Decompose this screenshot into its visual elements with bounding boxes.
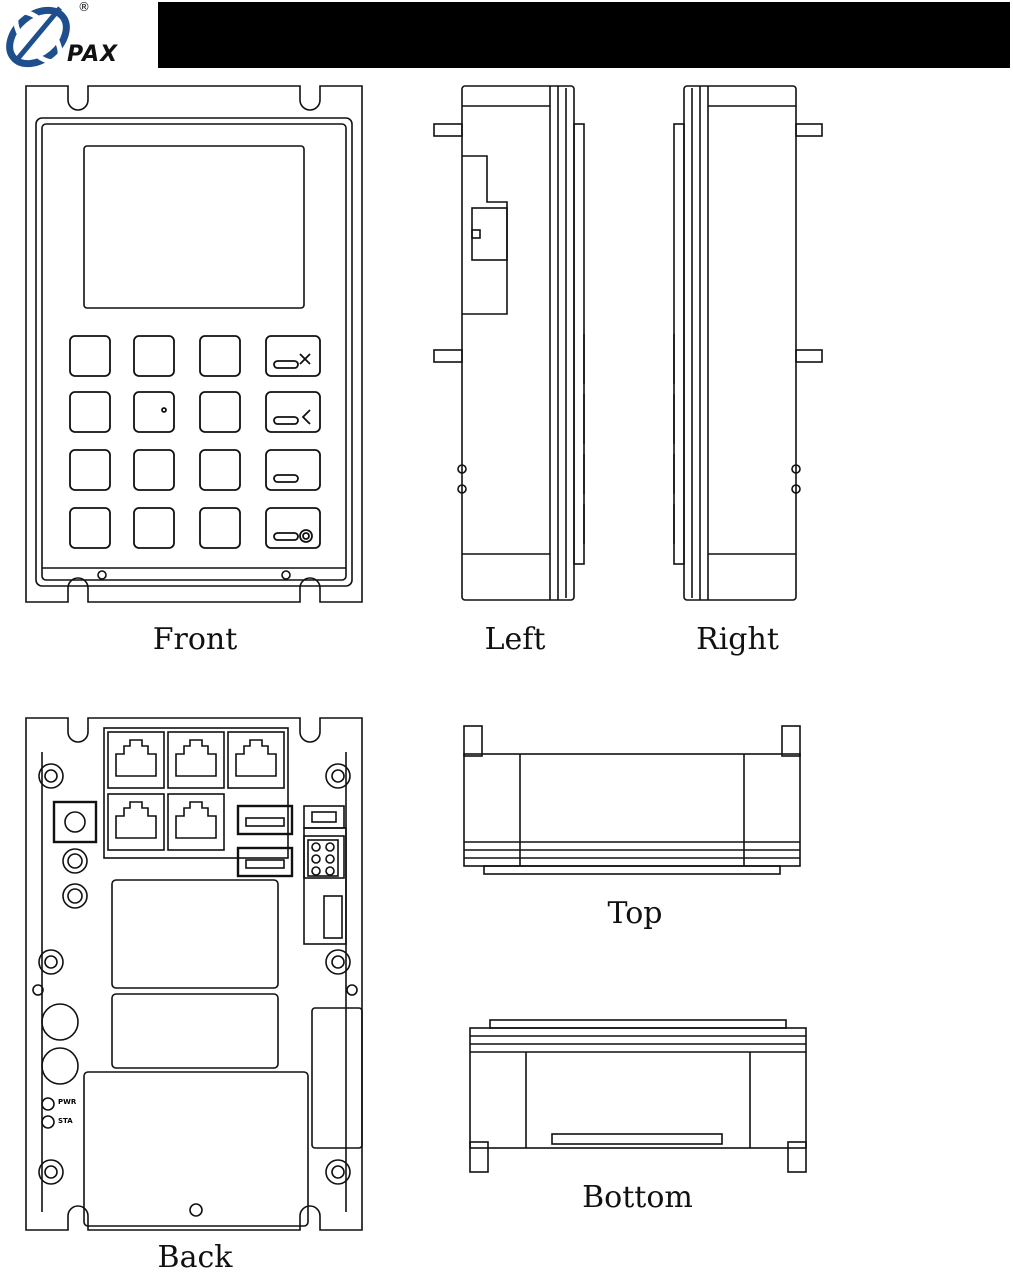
bottom-caption: Bottom [575, 1180, 700, 1215]
pax-logo: PAX ® [0, 0, 150, 72]
back-caption: Back [145, 1240, 245, 1275]
led-label-pwr: PWR [58, 1098, 76, 1106]
number-key [200, 450, 240, 490]
number-key [134, 336, 174, 376]
bottom-view-drawing [466, 1018, 816, 1174]
number-key [134, 450, 174, 490]
back-view-drawing [24, 716, 366, 1234]
logo-text: PAX [67, 42, 118, 67]
top-caption: Top [590, 896, 680, 931]
function-key [266, 336, 320, 376]
number-key [134, 392, 174, 432]
function-key [266, 450, 320, 490]
number-key [70, 508, 110, 548]
number-key [70, 392, 110, 432]
right-view-drawing [666, 84, 826, 606]
function-key [266, 508, 320, 548]
number-key [200, 336, 240, 376]
number-key [70, 336, 110, 376]
led-label-sta: STA [58, 1117, 73, 1125]
function-key [266, 392, 320, 432]
top-view-drawing [460, 724, 810, 880]
right-caption: Right [690, 622, 785, 657]
header-bar [158, 2, 1010, 68]
registered-mark: ® [78, 0, 90, 14]
number-key [134, 508, 174, 548]
front-view-drawing [24, 84, 366, 606]
number-key [70, 450, 110, 490]
number-key [200, 392, 240, 432]
left-view-drawing [432, 84, 592, 606]
number-key [200, 508, 240, 548]
front-caption: Front [140, 622, 250, 657]
left-caption: Left [470, 622, 560, 657]
